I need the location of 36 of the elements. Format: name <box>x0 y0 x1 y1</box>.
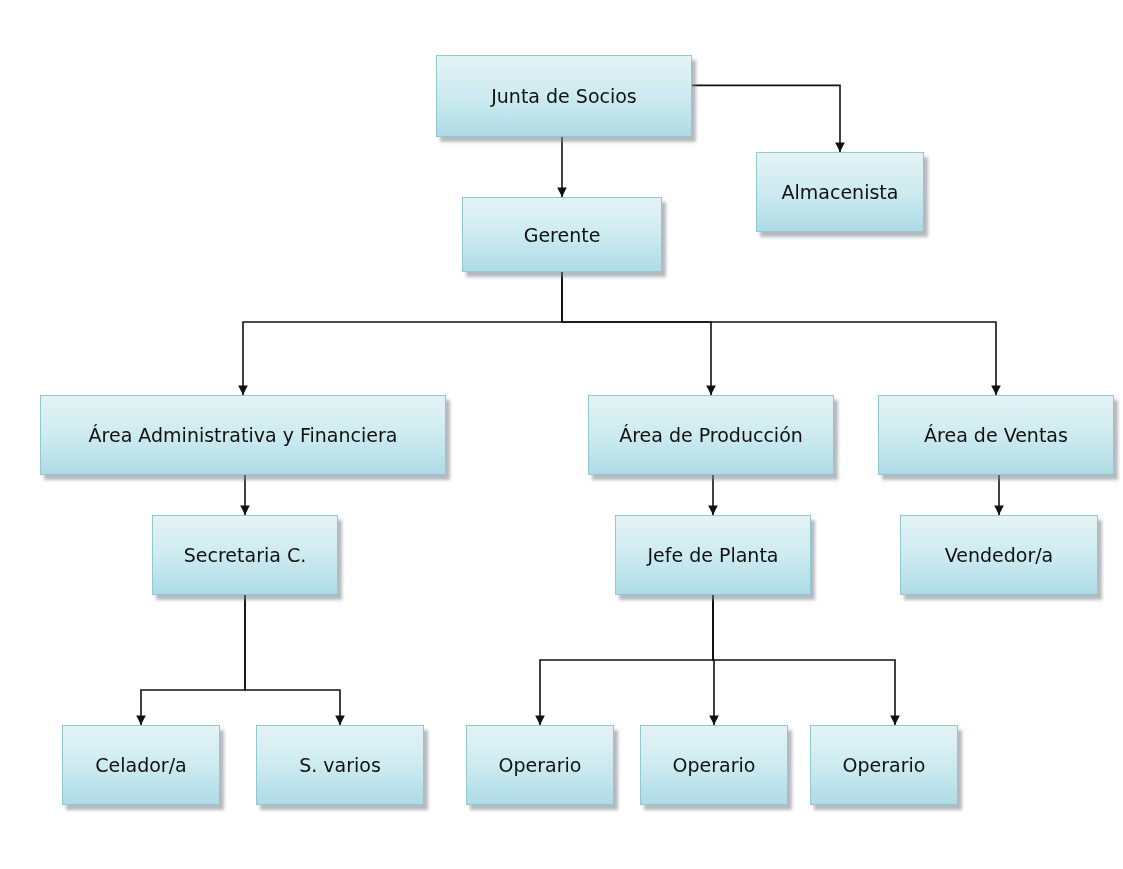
arrow <box>994 474 1004 516</box>
arrow <box>561 271 1001 396</box>
org-box <box>62 725 220 805</box>
org-box <box>756 152 924 232</box>
box-label: Área de Ventas <box>924 424 1068 446</box>
box-label: Jefe de Planta <box>647 544 779 566</box>
box-label: Vendedor/a <box>944 544 1054 566</box>
org-box <box>40 395 446 475</box>
arrow <box>691 84 845 153</box>
org-box <box>466 725 614 805</box>
box-label: S. varios <box>299 754 381 776</box>
box-label: Operario <box>498 754 582 776</box>
org-box <box>615 515 811 595</box>
org-box <box>640 725 788 805</box>
org-box <box>900 515 1098 595</box>
box-label: Operario <box>672 754 756 776</box>
box-label: Operario <box>842 754 926 776</box>
arrow <box>557 136 567 198</box>
org-box <box>878 395 1114 475</box>
box-label: Área Administrativa y Financiera <box>88 424 398 446</box>
arrow <box>712 594 900 726</box>
arrow <box>244 594 345 726</box>
box-label: Almacenista <box>781 181 899 203</box>
org-box <box>152 515 338 595</box>
org-box <box>588 395 834 475</box>
org-box <box>256 725 424 805</box>
box-label: Área de Producción <box>619 424 803 446</box>
org-box <box>462 197 662 272</box>
box-label: Gerente <box>523 223 601 246</box>
arrow <box>708 474 718 516</box>
box-label: Celador/a <box>95 754 187 776</box>
arrow <box>240 474 250 516</box>
box-label: Secretaria C. <box>183 544 307 566</box>
org-box <box>810 725 958 805</box>
org-box <box>436 55 692 137</box>
box-label: Junta de Socios <box>491 85 637 107</box>
